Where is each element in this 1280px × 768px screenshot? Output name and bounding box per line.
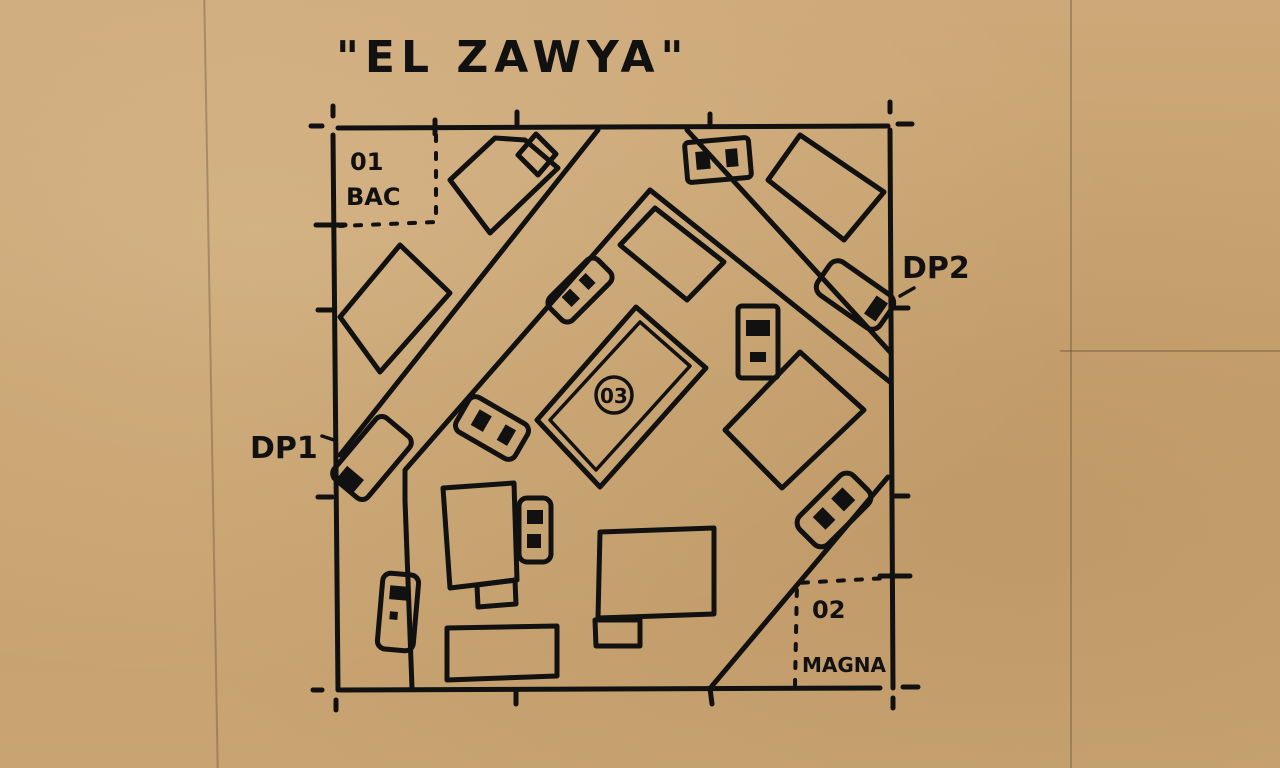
zone-01-bac[interactable]: 01 BAC — [338, 133, 438, 228]
dp2-label: DP2 — [902, 251, 970, 286]
car-icon — [545, 255, 615, 325]
point-dp2[interactable]: DP2 — [898, 251, 970, 298]
car-icon — [794, 470, 874, 550]
car-icon — [516, 495, 554, 565]
zone-01-name: BAC — [346, 183, 400, 211]
paper-crease — [1070, 0, 1072, 768]
car-icon — [374, 570, 422, 654]
zone-02-id: 02 — [812, 596, 845, 624]
map-title: "EL ZAWYA" — [336, 32, 689, 83]
vehicles — [330, 135, 897, 654]
car-icon — [813, 258, 897, 332]
car-icon — [330, 413, 414, 503]
buildings — [337, 131, 887, 683]
point-dp1[interactable]: DP1 — [250, 431, 336, 466]
zone-02-magna[interactable]: 02 MAGNA — [793, 576, 890, 688]
zone-02-name: MAGNA — [802, 653, 887, 677]
zone-01-id: 01 — [350, 148, 383, 176]
car-icon — [735, 303, 781, 381]
car-icon — [452, 394, 532, 462]
paper-crease — [1060, 350, 1280, 352]
dp1-label: DP1 — [250, 431, 318, 466]
zone-03-building[interactable]: 03 — [534, 304, 709, 490]
car-icon — [682, 135, 754, 185]
zone-03-id: 03 — [600, 384, 628, 408]
map-frame — [308, 99, 921, 713]
